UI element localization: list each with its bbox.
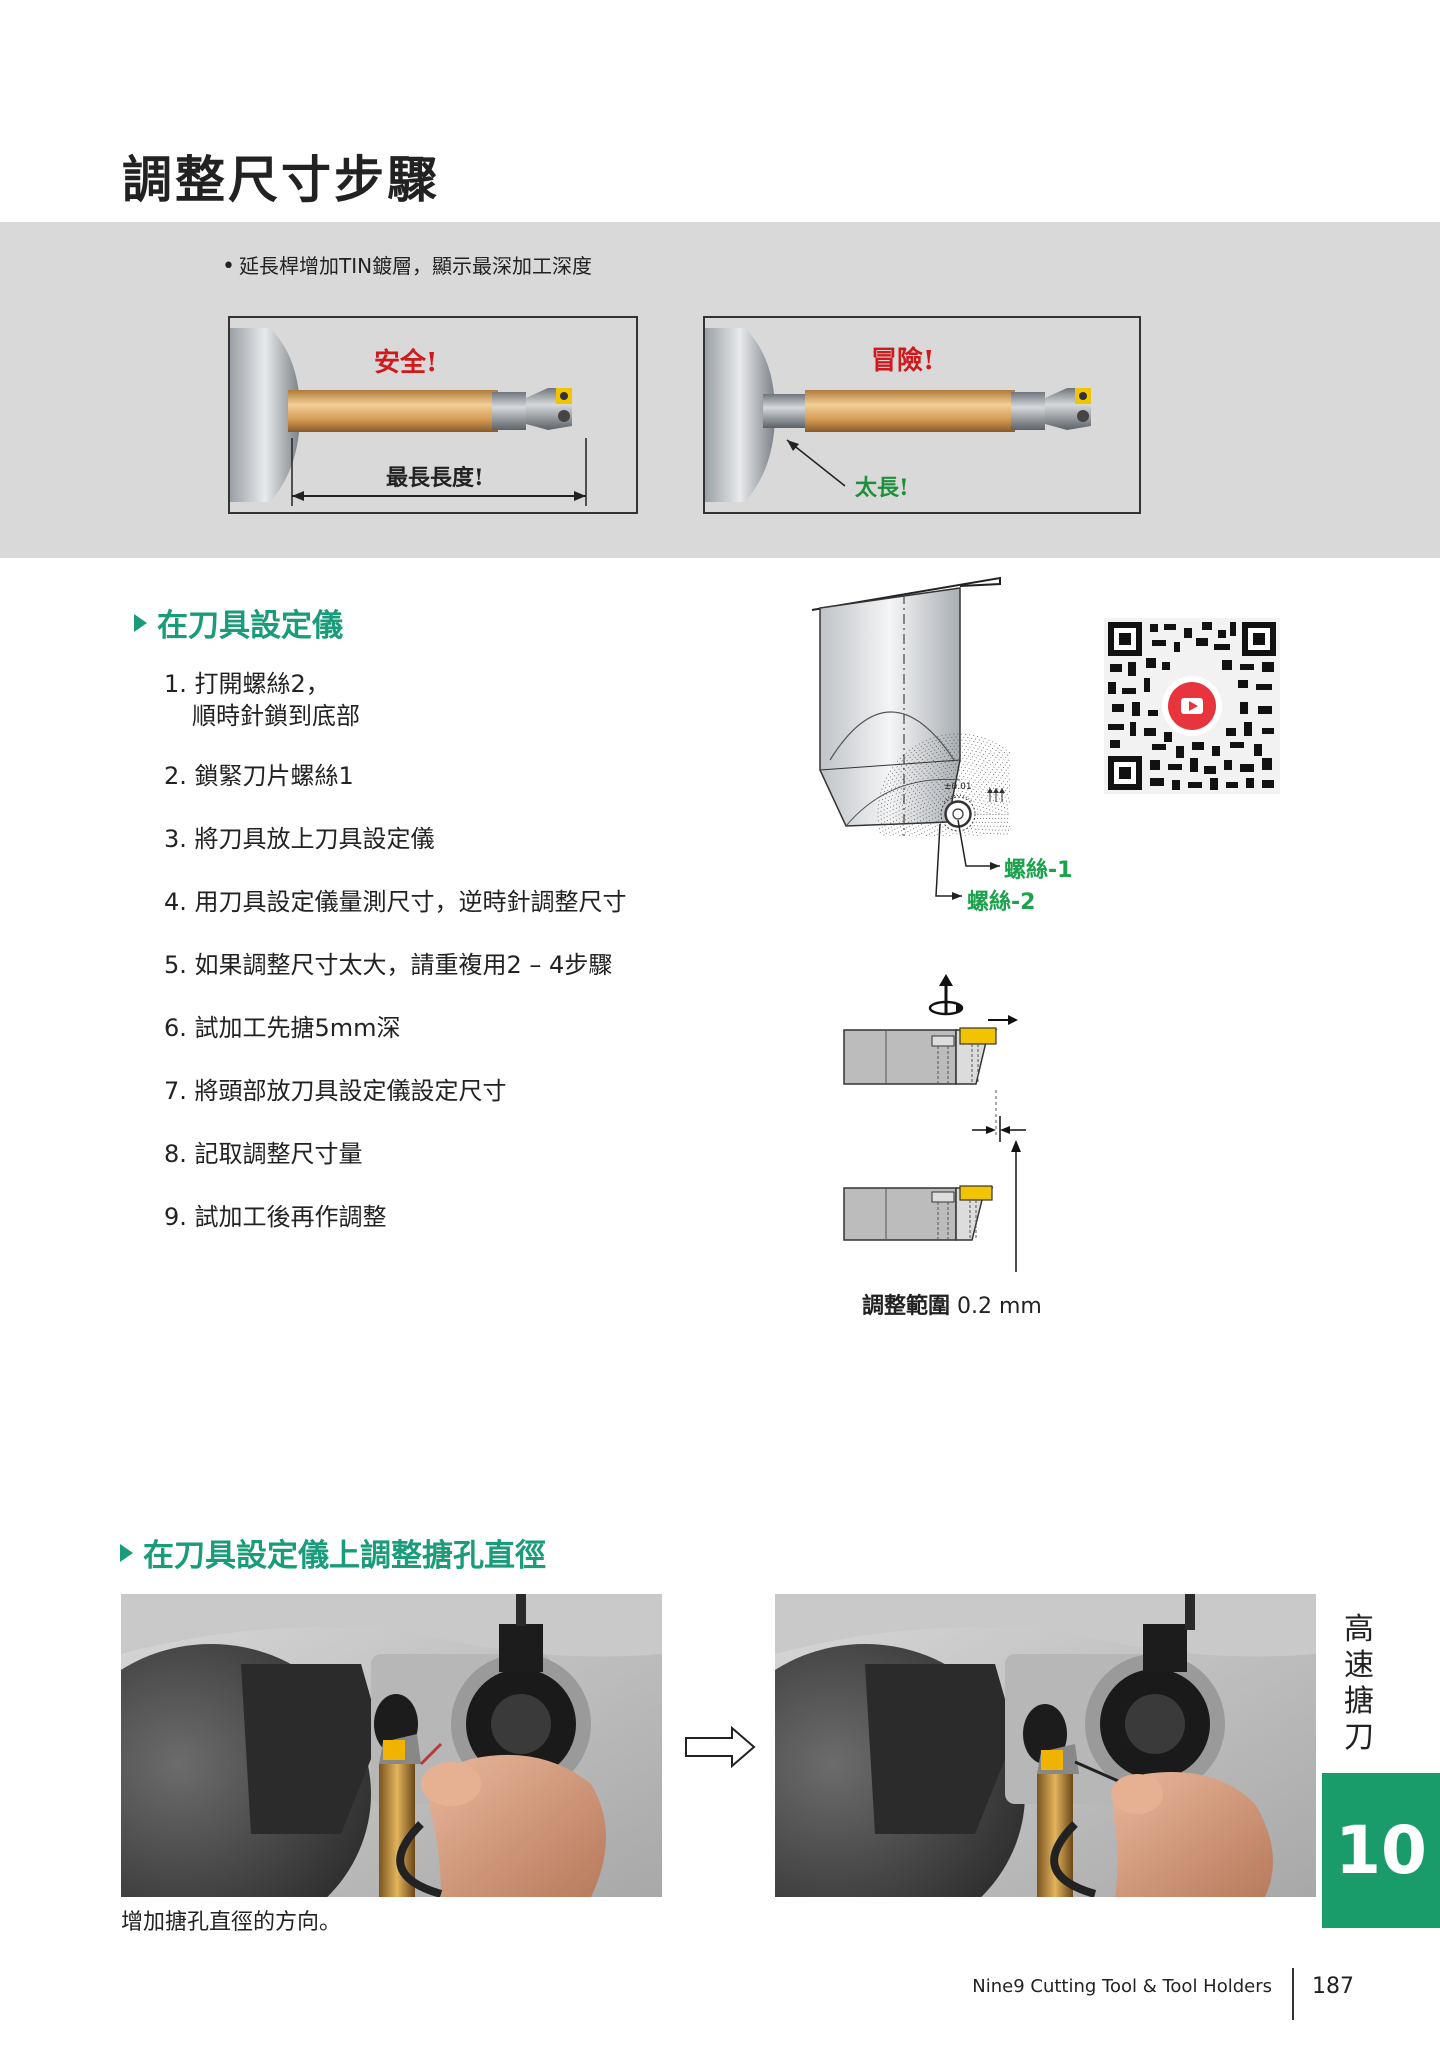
spindle-shape — [230, 328, 300, 502]
spindle-shape — [705, 328, 775, 502]
bar-tip — [492, 392, 526, 430]
triangle-bullet-icon — [134, 614, 147, 632]
step-list: 1. 打開螺絲2，順時針鎖到底部 — [164, 668, 360, 732]
step-item: 7. 將頭部放刀具設定儀設定尺寸 — [164, 1077, 507, 1105]
safe-label: 安全! — [374, 348, 438, 378]
dial-detail — [943, 788, 1005, 827]
adjust-gap-marker — [972, 1090, 1026, 1142]
adjustment-range-diagram — [843, 974, 1026, 1272]
step-item: 1. 打開螺絲2，順時針鎖到底部 — [164, 670, 360, 730]
photo-before-adjust — [121, 1594, 662, 1897]
screw-leader-lines — [935, 820, 1000, 900]
photo-illustration — [121, 1594, 662, 1897]
section-tool-presetter-title: 在刀具設定儀 — [134, 600, 343, 645]
step-item: 6. 試加工先搪5mm深 — [164, 1014, 401, 1042]
page-title: 調整尺寸步驟 — [122, 151, 440, 209]
bullet-icon: • — [222, 254, 235, 279]
section-adjust-diameter-title: 在刀具設定儀上調整搪孔直徑 — [120, 1530, 546, 1575]
step-item: 2. 鎖緊刀片螺絲1 — [164, 762, 354, 790]
photo-caption: 增加搪孔直徑的方向。 — [121, 1910, 342, 1935]
too-long-label: 太長! — [855, 475, 909, 501]
intro-note-text: 延長桿增加TIN鍍層，顯示最深加工深度 — [238, 254, 593, 278]
safe-tool-illustration — [230, 328, 587, 506]
danger-tool-illustration — [705, 328, 1091, 502]
max-length-label: 最長長度! — [382, 460, 488, 492]
bar-tip — [1011, 392, 1045, 430]
danger-panel: 冒險! 太長! — [703, 316, 1141, 514]
step-item: 9. 試加工後再作調整 — [164, 1203, 387, 1231]
page-number: 187 — [1312, 1974, 1354, 1999]
adjustment-range-label: 調整範圍 0.2 mm — [862, 1294, 1042, 1319]
triangle-bullet-icon — [120, 1544, 133, 1562]
extension-bar — [288, 390, 498, 432]
next-arrow-icon — [685, 1726, 756, 1768]
safe-panel: 安全! 最長長度! — [228, 316, 638, 514]
qr-code — [1104, 618, 1280, 794]
adjust-bottom-block — [843, 1140, 1021, 1272]
screw-2-label: 螺絲-2 — [967, 890, 1036, 915]
footer-brand: Nine9 Cutting Tool & Tool Holders — [972, 1976, 1272, 1997]
chapter-number-tab: 10 — [1322, 1773, 1440, 1928]
plain-bar — [763, 394, 809, 428]
dial-mark-text: ±0.01 — [944, 782, 972, 792]
extension-bar — [805, 390, 1015, 432]
step-item: 4. 用刀具設定儀量測尺寸，逆時針調整尺寸 — [164, 888, 627, 916]
chapter-side-label: 高 速 搪 刀 — [1344, 1612, 1374, 1755]
photo-after-adjust — [775, 1594, 1316, 1897]
danger-label: 冒險! — [871, 346, 935, 376]
footer-divider — [1292, 1968, 1294, 2020]
screw-1-label: 螺絲-1 — [1004, 858, 1073, 883]
adjust-top-block — [843, 974, 1018, 1085]
intro-note: •延長桿增加TIN鍍層，顯示最深加工深度 — [222, 250, 592, 279]
step-item: 5. 如果調整尺寸太大，請重複用2 – 4步驟 — [164, 951, 613, 979]
step-item: 3. 將刀具放上刀具設定儀 — [164, 825, 435, 853]
photo-illustration — [775, 1594, 1316, 1897]
step-item: 8. 記取調整尺寸量 — [164, 1140, 363, 1168]
